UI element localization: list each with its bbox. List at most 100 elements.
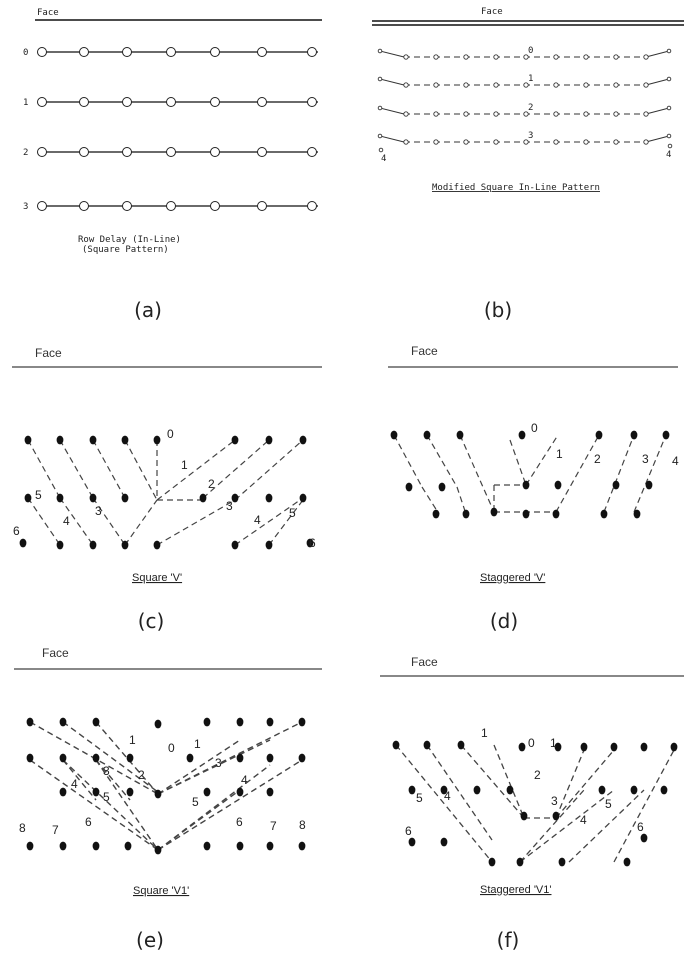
blast-hole — [24, 435, 32, 445]
face-label: Face — [481, 7, 503, 17]
delay-number: 1 — [550, 736, 557, 750]
blast-hole — [552, 509, 560, 519]
blast-hole — [553, 111, 559, 117]
blast-hole — [92, 841, 100, 851]
blast-hole — [298, 841, 306, 851]
delay-line — [519, 789, 615, 863]
delay-numbers: 0 1 2 3 3 4 4 5 5 6 6 — [13, 427, 316, 550]
delay-number: 0 — [528, 736, 535, 750]
blast-hole — [522, 480, 530, 490]
delay-line — [395, 744, 493, 863]
caption: Square 'V1' — [133, 885, 189, 897]
caption: Modified Square In-Line Pattern — [432, 183, 600, 193]
blast-hole — [456, 430, 464, 440]
blast-hole — [126, 753, 134, 763]
blast-hole — [660, 785, 668, 795]
caption-line-1: Row Delay (In-Line) — [78, 235, 181, 245]
delay-line — [59, 439, 94, 499]
delay-line — [525, 434, 559, 486]
blast-hole — [433, 111, 439, 117]
delay-line — [393, 434, 423, 488]
delay-number: 0 — [168, 741, 175, 755]
blast-hole — [522, 509, 530, 519]
blast-hole — [473, 785, 481, 795]
blast-hole — [643, 139, 649, 145]
blast-hole — [667, 143, 673, 149]
delay-number: 2 — [534, 768, 541, 782]
blast-hole — [203, 841, 211, 851]
delay-number: 6 — [13, 524, 20, 538]
blast-hole — [553, 139, 559, 145]
delay-line — [426, 744, 493, 841]
blast-hole — [126, 787, 134, 797]
delay-line — [156, 499, 236, 546]
blast-hole — [440, 785, 448, 795]
blast-hole — [640, 833, 648, 843]
delay-number: 8 — [19, 821, 26, 835]
blast-hole — [440, 837, 448, 847]
blast-hole — [307, 147, 317, 157]
blast-hole — [37, 47, 47, 57]
blast-hole — [558, 857, 566, 867]
delay-line — [202, 439, 270, 499]
blast-hole — [37, 147, 47, 157]
row-number: 3 — [23, 202, 28, 212]
blast-hole — [377, 133, 383, 139]
row-number: 2 — [528, 103, 533, 113]
blast-hole — [554, 480, 562, 490]
delay-number: 6 — [85, 815, 92, 829]
delay-number: 5 — [605, 797, 612, 811]
delay-line — [421, 486, 440, 515]
row-end-line — [379, 107, 405, 115]
delay-line — [234, 439, 304, 501]
blast-hole — [643, 111, 649, 117]
face-label: Face — [35, 346, 62, 360]
blast-hole — [210, 97, 220, 107]
blast-holes — [26, 717, 306, 855]
blast-hole — [166, 201, 176, 211]
caption: Staggered 'V1' — [480, 884, 551, 896]
blast-hole — [423, 740, 431, 750]
blast-hole — [613, 54, 619, 60]
delay-line — [92, 439, 126, 499]
delay-number: 4 — [71, 777, 78, 791]
panel-e: Face 1 0 1 2 3 3 4 4 5 5 6 6 7 7 8 8 Squ… — [0, 640, 344, 959]
blast-hole — [613, 139, 619, 145]
blast-hole — [231, 493, 239, 503]
delay-line — [124, 439, 158, 501]
blast-hole — [26, 753, 34, 763]
delay-line — [456, 486, 467, 515]
delay-line — [509, 439, 527, 486]
blast-hole — [210, 47, 220, 57]
blast-hole — [378, 147, 384, 153]
delay-number: 4 — [444, 789, 451, 803]
square-v1-diagram: Face 1 0 1 2 3 3 4 4 5 5 6 6 7 7 8 8 Squ… — [14, 646, 322, 897]
blast-hole — [236, 787, 244, 797]
blast-hole — [600, 509, 608, 519]
blast-holes — [390, 430, 670, 519]
blast-hole — [236, 717, 244, 727]
blast-hole — [645, 480, 653, 490]
blast-hole — [457, 740, 465, 750]
delay-number: 3 — [215, 756, 222, 770]
blast-hole — [56, 435, 64, 445]
blast-hole — [666, 48, 672, 54]
blast-hole — [666, 105, 672, 111]
blast-hole — [423, 430, 431, 440]
delay-line — [157, 739, 241, 795]
blast-hole — [643, 82, 649, 88]
delay-line — [426, 434, 458, 488]
delay-number: 1 — [129, 733, 136, 747]
row-number: 1 — [528, 74, 533, 84]
blast-hole — [166, 97, 176, 107]
delay-line — [613, 749, 675, 863]
blast-hole — [554, 742, 562, 752]
delay-number: 3 — [551, 794, 558, 808]
delay-lines — [27, 439, 304, 546]
blast-hole — [186, 753, 194, 763]
delay-number: 6 — [309, 536, 316, 550]
blast-hole — [463, 139, 469, 145]
blast-hole — [307, 47, 317, 57]
